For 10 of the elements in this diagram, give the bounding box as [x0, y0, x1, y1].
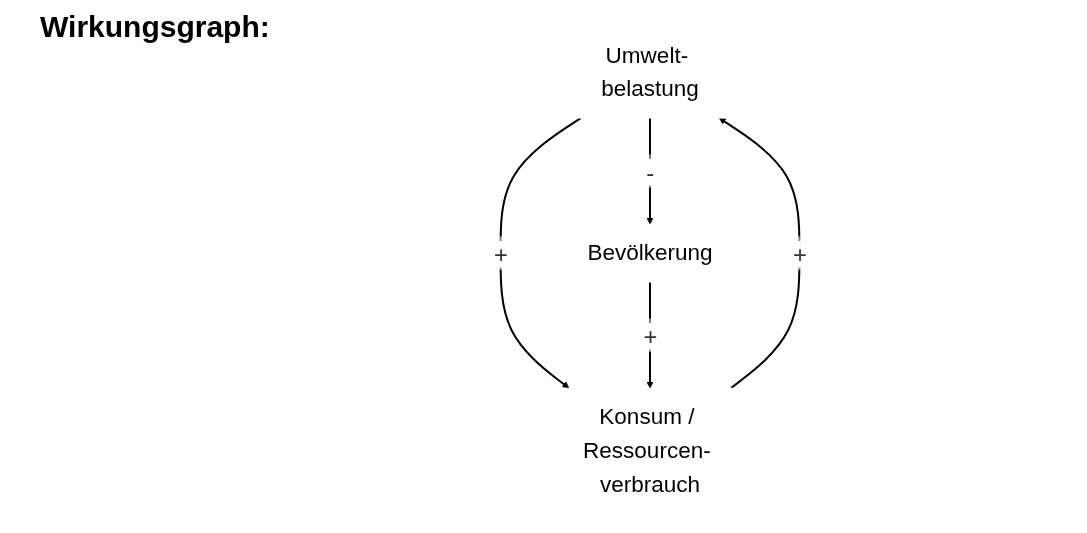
arrow	[499, 117, 582, 389]
edge-label: -	[646, 159, 655, 186]
diagram-title: Wirkungsgraph:	[40, 10, 270, 44]
edge-label: +	[792, 241, 808, 268]
edge-label: +	[643, 323, 658, 350]
arrow	[718, 117, 801, 389]
node-text: Umwelt- belastung	[601, 42, 699, 102]
edge-label: +	[493, 241, 508, 268]
node-text: Konsum / Ressourcen- verbrauch	[583, 404, 711, 497]
node-text: Bevölkerung	[587, 240, 713, 266]
